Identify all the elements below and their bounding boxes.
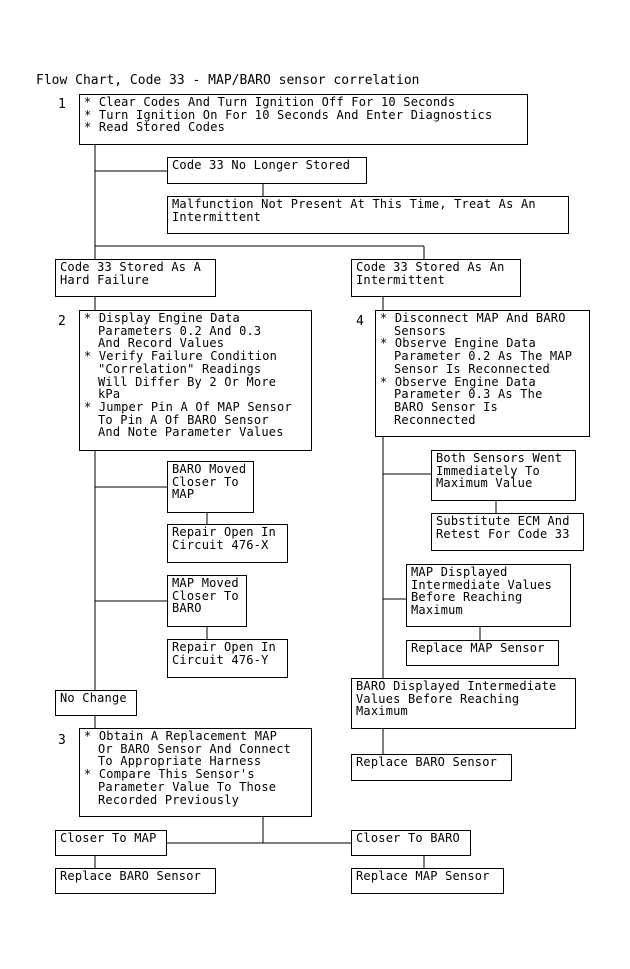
substitute-ecm-line2: Retest For Code 33	[436, 526, 570, 541]
step-number-3: 3	[58, 733, 66, 748]
replace-map-2-text: Replace MAP Sensor	[356, 869, 490, 883]
stored-intermittent-box: Code 33 Stored As An Intermittent	[351, 259, 521, 297]
closer-to-baro-text: Closer To BARO	[356, 831, 460, 845]
no-longer-stored-box: Code 33 No Longer Stored	[167, 157, 367, 184]
replace-map-1-text: Replace MAP Sensor	[411, 641, 545, 655]
stored-intermittent-line2: Intermittent	[356, 272, 446, 287]
both-max-line2: Immediately To	[436, 463, 540, 478]
closer-to-map-box: Closer To MAP	[55, 830, 167, 856]
baro-moved-line3: MAP	[172, 487, 195, 502]
replace-baro-sensor-box-1: Replace BARO Sensor	[351, 754, 512, 781]
both-max-line3: Maximum Value	[436, 476, 533, 491]
map-moved-line2: Closer To	[172, 588, 239, 603]
closer-to-map-text: Closer To MAP	[60, 831, 157, 845]
step1-bullet-ignition-on: Turn Ignition On For 10 Seconds And Ente…	[84, 108, 524, 122]
baro-intermediate-line3: Maximum	[356, 704, 408, 719]
baro-moved-line1: BARO Moved	[172, 462, 247, 476]
map-intermediate-line4: Maximum	[411, 603, 463, 618]
map-moved-line1: MAP Moved	[172, 576, 239, 590]
closer-to-baro-box: Closer To BARO	[351, 830, 471, 856]
map-moved-line3: BARO	[172, 601, 202, 616]
substitute-ecm-line1: Substitute ECM And	[436, 514, 570, 528]
repair-476y-line1: Repair Open In	[172, 640, 276, 654]
malfunction-not-present-box: Malfunction Not Present At This Time, Tr…	[167, 196, 569, 234]
both-max-line1: Both Sensors Went	[436, 451, 563, 465]
malfunction-text-line2: Intermittent	[172, 209, 262, 224]
step2-bullet-verify-failure: Verify Failure Condition"Correlation" Re…	[84, 350, 308, 401]
map-intermediate-line3: Before Reaching	[411, 590, 523, 605]
map-intermediate-line1: MAP Displayed	[411, 565, 508, 579]
step1-bullet-read-codes: Read Stored Codes	[84, 121, 524, 134]
baro-intermediate-line1: BARO Displayed Intermediate	[356, 679, 557, 693]
map-moved-box: MAP Moved Closer To BARO	[167, 575, 247, 627]
baro-moved-box: BARO Moved Closer To MAP	[167, 461, 254, 513]
stored-hard-line2: Hard Failure	[60, 272, 150, 287]
replace-baro-2-text: Replace BARO Sensor	[60, 869, 202, 883]
repair-476y-box: Repair Open In Circuit 476-Y	[167, 639, 288, 678]
map-intermediate-line2: Intermediate Values	[411, 577, 553, 592]
malfunction-text-line1: Malfunction Not Present At This Time, Tr…	[172, 197, 536, 211]
step-number-1: 1	[58, 97, 66, 112]
no-change-box: No Change	[55, 690, 137, 716]
replace-map-sensor-box-1: Replace MAP Sensor	[406, 640, 559, 666]
baro-intermediate-line2: Values Before Reaching	[356, 691, 520, 706]
no-longer-stored-text: Code 33 No Longer Stored	[172, 158, 351, 172]
chart-title: Flow Chart, Code 33 - MAP/BARO sensor co…	[36, 73, 420, 88]
stored-intermittent-line1: Code 33 Stored As An	[356, 260, 505, 274]
repair-476x-line1: Repair Open In	[172, 525, 276, 539]
stored-hard-line1: Code 33 Stored As A	[60, 260, 202, 274]
step1-bullet-clear-codes: Clear Codes And Turn Ignition Off For 10…	[84, 96, 524, 109]
step1-box: Clear Codes And Turn Ignition Off For 10…	[79, 94, 528, 145]
step-number-2: 2	[58, 314, 66, 329]
repair-476x-line2: Circuit 476-X	[172, 537, 269, 552]
step-number-4: 4	[356, 314, 364, 329]
replace-baro-1-text: Replace BARO Sensor	[356, 755, 498, 769]
baro-intermediate-box: BARO Displayed Intermediate Values Befor…	[351, 678, 576, 729]
replace-baro-sensor-box-2: Replace BARO Sensor	[55, 868, 216, 894]
repair-476y-line2: Circuit 476-Y	[172, 652, 269, 667]
replace-map-sensor-box-2: Replace MAP Sensor	[351, 868, 504, 894]
no-change-text: No Change	[60, 691, 127, 705]
repair-476x-box: Repair Open In Circuit 476-X	[167, 524, 288, 563]
baro-moved-line2: Closer To	[172, 474, 239, 489]
map-intermediate-box: MAP Displayed Intermediate Values Before…	[406, 564, 571, 627]
substitute-ecm-box: Substitute ECM And Retest For Code 33	[431, 513, 584, 551]
both-sensors-max-box: Both Sensors Went Immediately To Maximum…	[431, 450, 576, 501]
stored-hard-failure-box: Code 33 Stored As A Hard Failure	[55, 259, 216, 297]
